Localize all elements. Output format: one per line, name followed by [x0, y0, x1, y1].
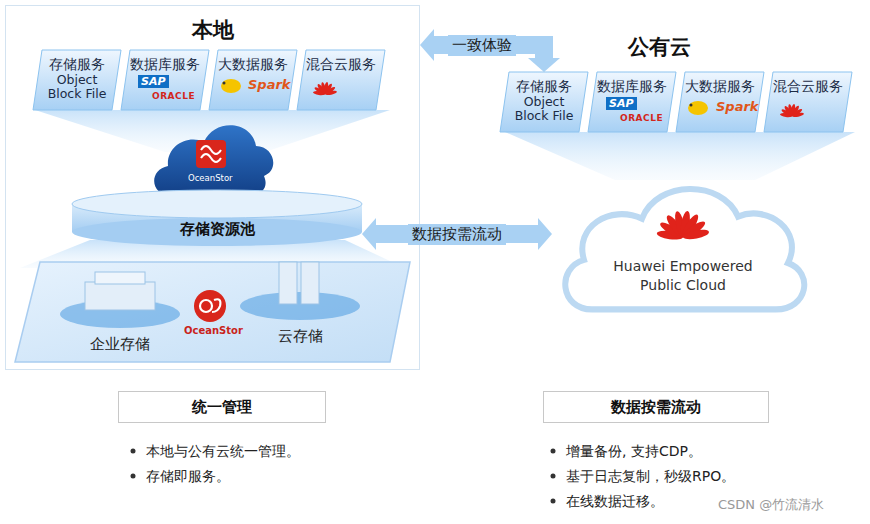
- bullet-dot: [131, 474, 136, 479]
- bullet-dot: [551, 449, 556, 454]
- polygon-part: [588, 72, 676, 132]
- tile-node: 存储服务Object Block File: [33, 50, 121, 110]
- box-node: 统一管理: [118, 391, 326, 423]
- node-text: 存储服务: [516, 78, 572, 95]
- oceanstor-cloud-icon: [154, 125, 273, 196]
- osw-label: OceanStor: [188, 173, 233, 183]
- spark-label: Spark: [248, 77, 291, 92]
- bul-label: 本地与公有云统一管理。: [146, 440, 300, 462]
- storage-platform: [15, 262, 410, 362]
- ellipse-part: [221, 79, 241, 93]
- polygon-part: [297, 50, 385, 110]
- cloud-logo: [196, 140, 226, 168]
- tile-node: 存储服务Object Block File: [500, 72, 588, 132]
- huawei-petal: [325, 90, 338, 96]
- node-text: 混合云服务: [306, 56, 376, 73]
- node-text: 数据库服务: [130, 56, 200, 73]
- node-text: 大数据服务: [218, 56, 288, 73]
- polygon-part: [209, 50, 297, 110]
- oceanstor-logo-mark: [200, 299, 220, 312]
- bullet-dot: [131, 449, 136, 454]
- node-text: 数据按需流动: [611, 398, 701, 417]
- bul-label: 存储即服务。: [146, 465, 230, 487]
- polygon-part: [676, 72, 764, 132]
- bul-label: 增量备份, 支持CDP。: [566, 440, 702, 462]
- node-text: Object Block File: [512, 95, 576, 123]
- cloud-node: Huawei Empowered Public Cloud: [552, 165, 814, 330]
- bul-label: 在线数据迁移。: [566, 490, 664, 512]
- rect-part: [279, 262, 297, 304]
- node-text: Object Block File: [45, 73, 109, 101]
- polygon-part: [500, 72, 588, 132]
- osr-label: OceanStor: [184, 325, 243, 336]
- rect-part: [301, 262, 319, 304]
- node-text: 数据库服务: [597, 78, 667, 95]
- edge-label: 一致体验: [448, 35, 516, 56]
- light-beam: [505, 132, 855, 180]
- disc-node: 存储资源池: [72, 190, 362, 246]
- node-text: 统一管理: [192, 398, 252, 417]
- bullet-dot: [551, 474, 556, 479]
- oracle-label: ORACLE: [152, 91, 195, 101]
- tile-node: 混合云服务: [764, 72, 852, 132]
- pad-node: 企业存储: [55, 270, 185, 355]
- edge-label: 数据按需流动: [408, 224, 506, 245]
- huawei-petal: [792, 112, 805, 118]
- wm-label: CSDN @竹流清水: [718, 496, 824, 514]
- bul-label: 基于日志复制，秒级RPO。: [566, 465, 735, 487]
- polygon-part: [764, 72, 852, 132]
- panel-node: 存储服务Object Block File 数据库服务 大数据服务 混合云服务存储资源…: [5, 5, 420, 370]
- polygon-part: [121, 50, 209, 110]
- ellipse-part: [240, 292, 360, 320]
- node-text: 混合云服务: [773, 78, 843, 95]
- box-node: 数据按需流动: [543, 391, 769, 423]
- node-text: 本地: [6, 6, 419, 44]
- node-text: 企业存储: [90, 335, 150, 354]
- sap-label: SAP: [606, 97, 637, 110]
- rect-part: [95, 272, 145, 284]
- cloud-logo-mark: [201, 146, 221, 162]
- pad-node: 云存储: [235, 262, 365, 347]
- path-part: [565, 189, 804, 309]
- tile-node: 混合云服务: [297, 50, 385, 110]
- sap-label: SAP: [138, 75, 169, 88]
- ellipse-part: [72, 218, 362, 246]
- polygon-part: [33, 50, 121, 110]
- node-text: 存储资源池: [180, 220, 255, 239]
- node-text: 大数据服务: [685, 78, 755, 95]
- bullet-dot: [551, 499, 556, 504]
- huawei-petal: [682, 228, 709, 241]
- circle-part: [223, 82, 226, 85]
- oceanstor-logo: [194, 290, 226, 322]
- spark-label: Spark: [716, 99, 759, 114]
- node-text: 存储服务: [49, 56, 105, 73]
- rect-part: [85, 282, 155, 310]
- oracle-label: ORACLE: [620, 113, 663, 123]
- cloud-shape: [552, 165, 814, 330]
- ellipse-part: [688, 101, 708, 115]
- circle-part: [690, 104, 693, 107]
- title-label: 公有云: [628, 33, 691, 61]
- node-text: Huawei Empowered Public Cloud: [608, 257, 758, 295]
- ellipse-part: [72, 190, 362, 218]
- node-text: 云存储: [278, 327, 323, 346]
